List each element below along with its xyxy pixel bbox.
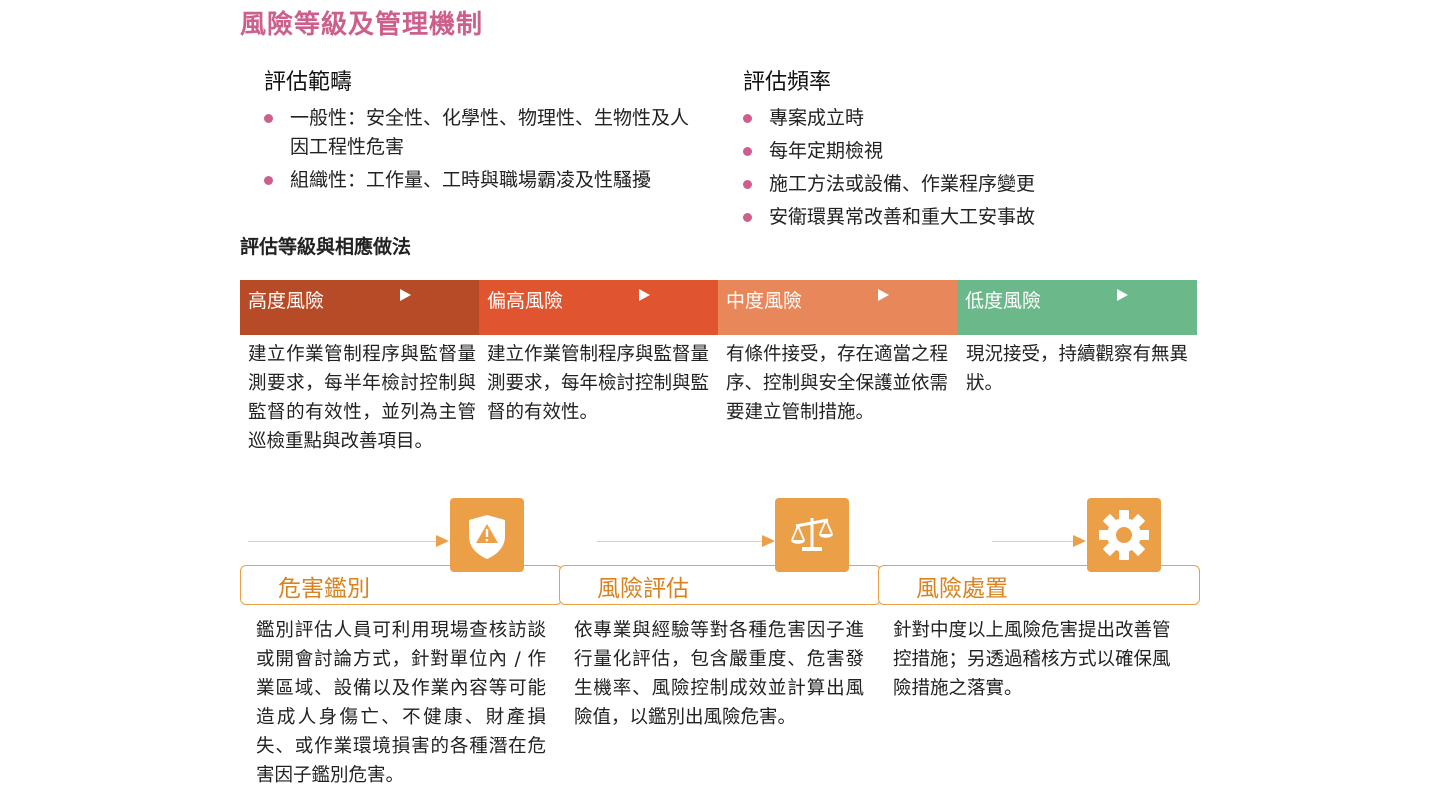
step-treatment-label: 風險處置: [916, 576, 1008, 602]
scale-icon: [775, 498, 849, 572]
list-item: 組織性：工作量、工時與職場霸凌及性騷擾: [264, 166, 704, 195]
step-assessment-label: 風險評估: [597, 576, 689, 602]
bullet-dot-icon: [264, 176, 273, 185]
page-title: 風險等級及管理機制: [240, 10, 484, 40]
level-low-desc: 現況接受，持續觀察有無異狀。: [966, 344, 1189, 394]
triangle-right-icon: [639, 289, 650, 301]
level-label: 偏高風險: [487, 290, 564, 312]
connector-line: [597, 541, 763, 542]
bullet-dot-icon: [743, 213, 752, 222]
scope-list: 一般性：安全性、化學性、物理性、生物性及人因工程性危害 組織性：工作量、工時與職…: [264, 104, 704, 199]
triangle-right-icon: [1117, 289, 1128, 301]
bullet-dot-icon: [743, 147, 752, 156]
bullet-dot-icon: [264, 114, 273, 123]
connector-line: [248, 541, 438, 542]
list-item: 一般性：安全性、化學性、物理性、生物性及人因工程性危害: [264, 104, 704, 162]
arrow-right-icon: [436, 535, 449, 547]
level-high: 高度風險: [240, 280, 479, 335]
step-assessment-desc: 依專業與經驗等對各種危害因子進行量化評估，包含嚴重度、危害發生機率、風險控制成效…: [574, 620, 864, 728]
list-item: 專案成立時: [743, 104, 1183, 133]
list-item: 每年定期檢視: [743, 137, 1183, 166]
connector-line: [992, 541, 1074, 542]
level-low: 低度風險: [957, 280, 1197, 335]
list-item: 安衛環異常改善和重大工安事故: [743, 203, 1183, 232]
list-item: 施工方法或設備、作業程序變更: [743, 170, 1183, 199]
arrow-right-icon: [1073, 535, 1086, 547]
step-hazard-desc: 鑑別評估人員可利用現場查核訪談或開會討論方式，針對單位內 / 作業區域、設備以及…: [256, 620, 546, 786]
step-hazard-label: 危害鑑別: [278, 576, 370, 602]
shield-warning-icon: [450, 498, 524, 572]
level-high-desc: 建立作業管制程序與監督量測要求，每半年檢討控制與監督的有效性，並列為主管巡檢重點…: [248, 344, 476, 452]
arrow-right-icon: [762, 535, 775, 547]
level-label: 中度風險: [726, 290, 803, 312]
gear-icon: [1087, 498, 1161, 572]
scope-heading: 評估範疇: [264, 70, 353, 95]
bullet-dot-icon: [743, 180, 752, 189]
step-treatment-desc: 針對中度以上風險危害提出改善管控措施；另透過稽核方式以確保風險措施之落實。: [893, 620, 1171, 699]
level-label: 低度風險: [965, 290, 1042, 312]
level-medium-high-desc: 建立作業管制程序與監督量測要求，每年檢討控制與監督的有效性。: [487, 344, 710, 423]
level-medium-high: 偏高風險: [479, 280, 718, 335]
level-medium: 中度風險: [718, 280, 957, 335]
bullet-dot-icon: [743, 114, 752, 123]
triangle-right-icon: [400, 289, 411, 301]
level-medium-desc: 有條件接受，存在適當之程序、控制與安全保護並依需要建立管制措施。: [726, 344, 949, 423]
frequency-heading: 評估頻率: [743, 70, 832, 95]
triangle-right-icon: [878, 289, 889, 301]
frequency-list: 專案成立時 每年定期檢視 施工方法或設備、作業程序變更 安衛環異常改善和重大工安…: [743, 104, 1183, 236]
levels-heading: 評估等級與相應做法: [240, 236, 412, 258]
level-label: 高度風險: [248, 290, 325, 312]
